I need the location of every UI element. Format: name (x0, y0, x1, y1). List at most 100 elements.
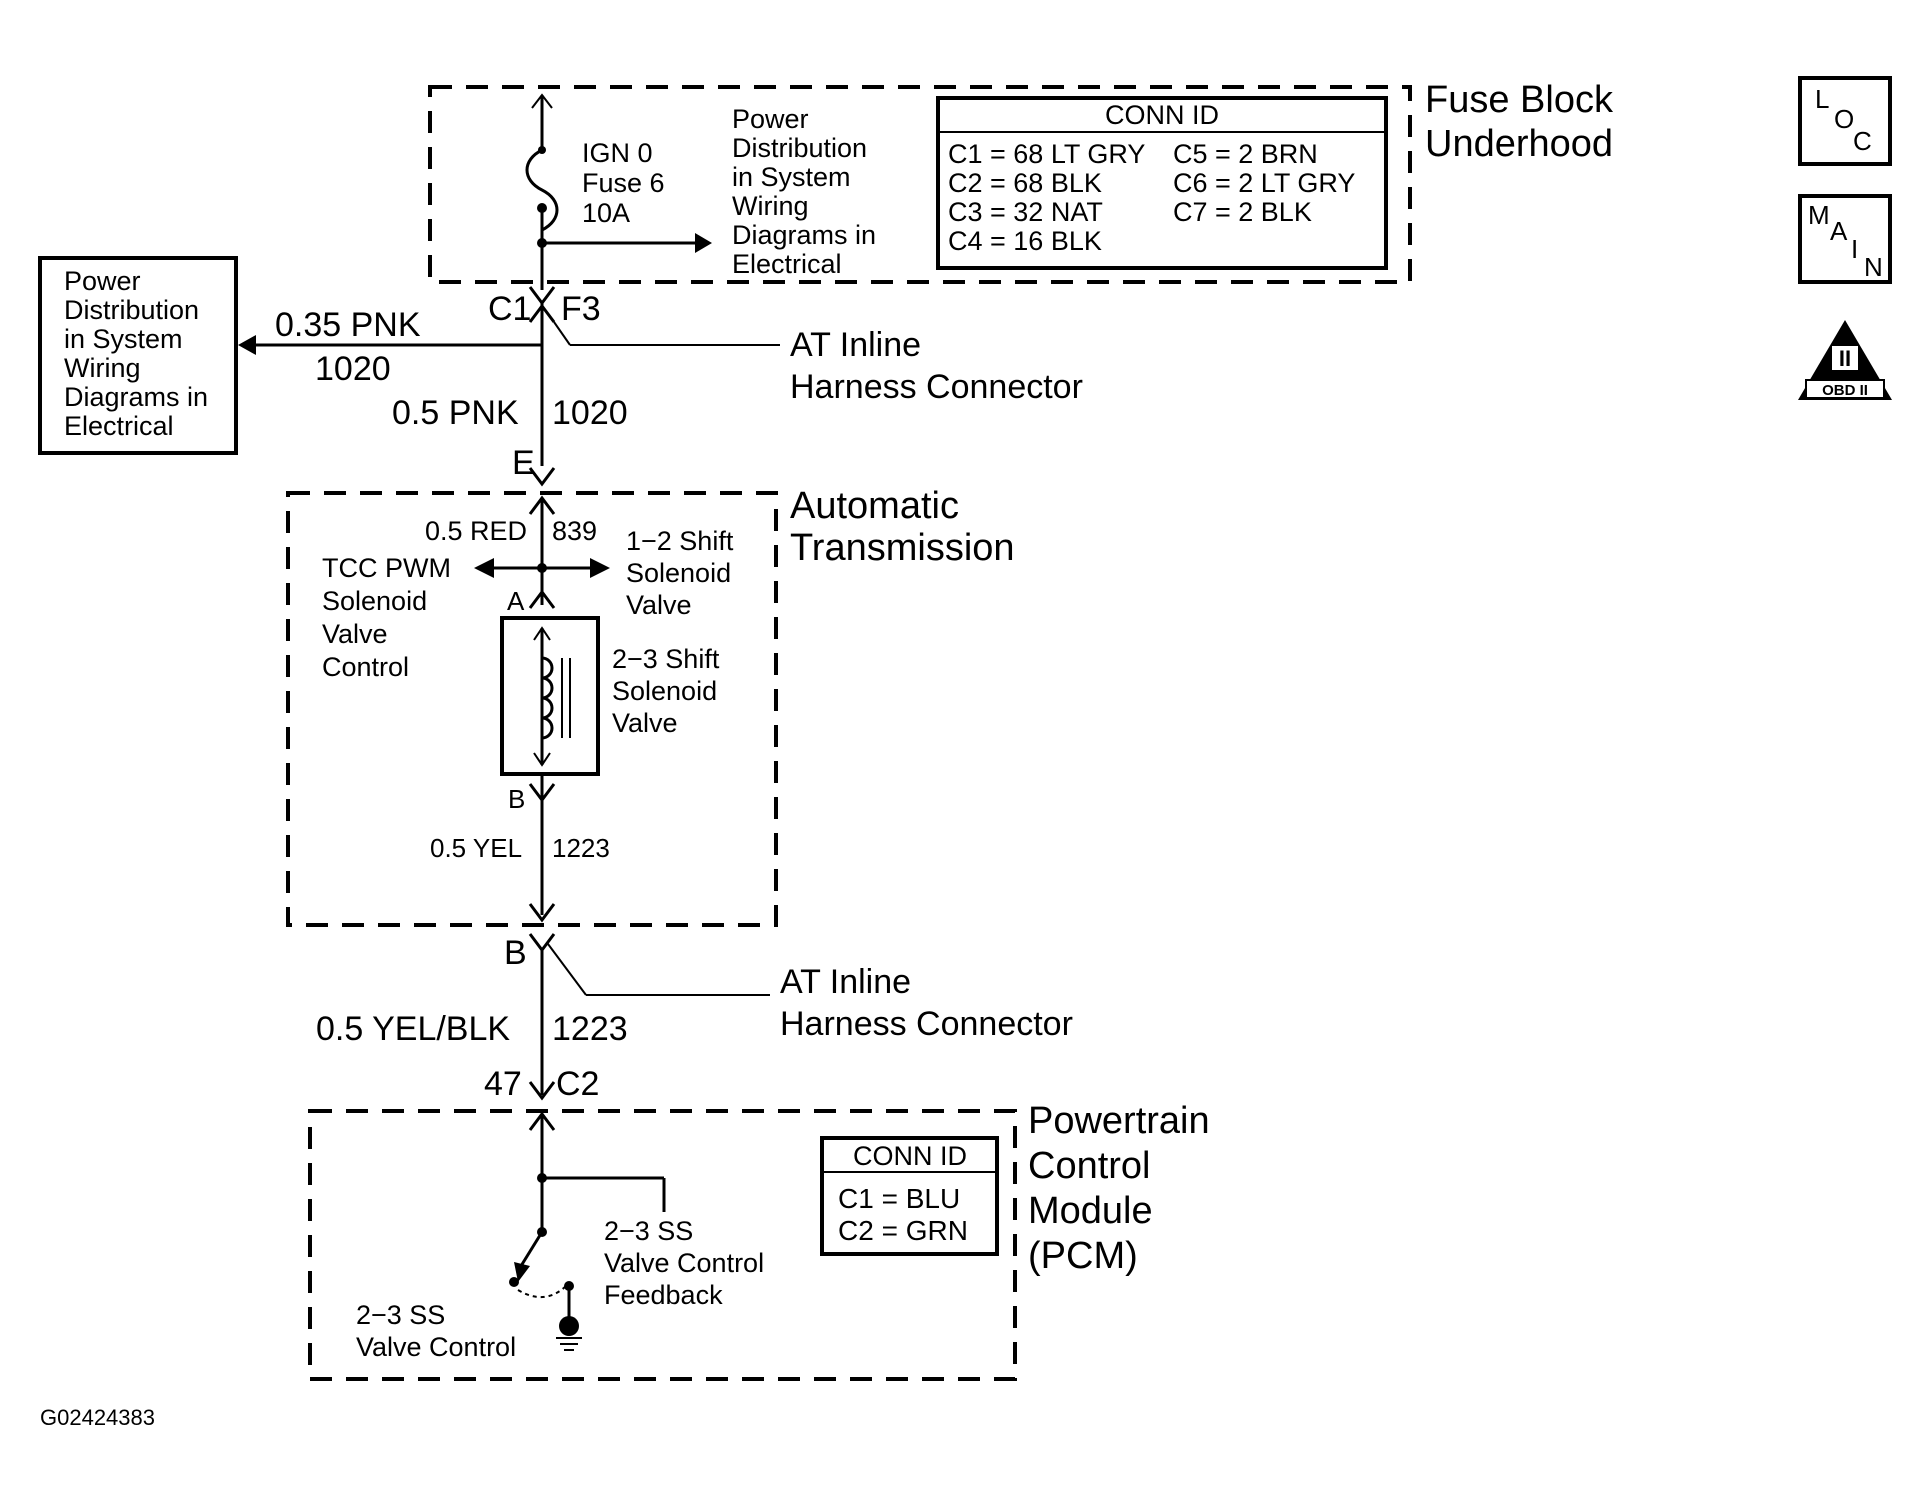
transmission-title-2: Transmission (790, 527, 1015, 569)
wire-yelblk-circuit: 1223 (552, 1010, 628, 1048)
main-letter: N (1864, 252, 1883, 282)
yel-wire-circuit: 1223 (552, 833, 610, 863)
tcc-label: Solenoid (322, 586, 427, 616)
tcc-label: Control (322, 652, 409, 682)
conn-id-row: C3 = 32 NAT (948, 197, 1103, 227)
conn-id-table-pcm: CONN ID C1 = BLU C2 = GRN (820, 1136, 999, 1256)
left-box-line: Power (64, 266, 141, 296)
conn-id-row: C2 = 68 BLK (948, 168, 1102, 198)
pin-a: A (507, 586, 525, 616)
fuse-block-outline (428, 85, 1412, 284)
transmission-outline (286, 491, 778, 927)
fuse-block-title: Fuse Block (1425, 79, 1614, 121)
powertrain-control-module: Powertrain Control Module (PCM) 2−3 SS V… (308, 1100, 1210, 1381)
conn-id-row: C1 = 68 LT GRY (948, 139, 1145, 169)
solenoid-coil (500, 616, 600, 776)
obd-label: OBD II (1822, 382, 1868, 399)
obd-ii-icon[interactable]: II OBD II (1798, 320, 1892, 400)
loc-letter: O (1834, 104, 1854, 134)
power-ref-line: Power (732, 104, 809, 134)
power-ref-line: Diagrams in (732, 220, 876, 250)
left-box-line: Electrical (64, 411, 174, 441)
fuse-block-underhood: Fuse Block Underhood IGN 0 Fuse 6 10A Po… (428, 79, 1614, 290)
inline-connector-2-line2: Harness Connector (780, 1005, 1073, 1043)
pcm-connector: 47 C2 (484, 1065, 599, 1131)
power-ref-line: in System (732, 162, 851, 192)
tcc-label: Valve (322, 619, 388, 649)
shift12-label: Solenoid (626, 558, 731, 588)
main-letter: M (1808, 200, 1830, 230)
control-label: Valve Control (356, 1332, 516, 1362)
conn-id-row: C4 = 16 BLK (948, 226, 1102, 256)
left-box-line: in System (64, 324, 183, 354)
obd-roman: II (1839, 346, 1851, 371)
inline-connector-2-symbol: B (504, 933, 770, 1095)
loc-letter: L (1815, 84, 1829, 114)
shift23-label: Solenoid (612, 676, 717, 706)
pcm-conn-id-row: C2 = GRN (838, 1215, 968, 1246)
conn-id-row: C6 = 2 LT GRY (1173, 168, 1355, 198)
shift12-label: 1−2 Shift (626, 526, 734, 556)
pcm-title: Powertrain (1028, 1100, 1210, 1142)
loc-letter: C (1853, 126, 1872, 156)
left-box-line: Distribution (64, 295, 199, 325)
pin-b-inline: B (504, 934, 527, 972)
pin-e: E (512, 444, 535, 482)
pcm-outline (308, 1109, 1017, 1381)
wire-yelblk-gauge: 0.5 YEL/BLK (316, 1010, 510, 1048)
fuse-block-title-2: Underhood (1425, 123, 1613, 165)
shift12-label: Valve (626, 590, 692, 620)
splice-wire-gauge: 0.35 PNK (275, 306, 421, 344)
pcm-conn: C2 (556, 1065, 599, 1103)
power-distribution-ref: Power Distribution in System Wiring Diag… (732, 104, 876, 279)
main-icon[interactable]: M A I N (1798, 194, 1892, 284)
conn-f3: F3 (561, 290, 601, 328)
shift23-label: 2−3 Shift (612, 644, 720, 674)
power-ref-line: Electrical (732, 249, 842, 279)
wire-pnk-circuit: 1020 (552, 394, 628, 432)
conn-id-table-fuse: CONN ID C1 = 68 LT GRY C2 = 68 BLK C3 = … (936, 96, 1388, 270)
automatic-transmission: Automatic Transmission 0.5 RED 839 TCC P… (286, 485, 1015, 927)
fuse-label: Fuse 6 (582, 168, 665, 198)
power-ref-line: Distribution (732, 133, 867, 163)
red-wire-gauge: 0.5 RED (425, 516, 527, 546)
pcm-conn-id-row: C1 = BLU (838, 1183, 960, 1214)
conn-id-row: C7 = 2 BLK (1173, 197, 1312, 227)
amp-label: 10A (582, 198, 630, 228)
figure-id: G02424383 (40, 1405, 155, 1430)
connector-e: E (512, 444, 556, 487)
ign-label: IGN 0 (582, 138, 653, 168)
inline-connector-2: AT Inline (780, 963, 911, 1001)
power-ref-line: Wiring (732, 191, 809, 221)
fuse-symbol (525, 93, 559, 290)
shift23-label: Valve (612, 708, 678, 738)
main-letter: I (1851, 234, 1858, 264)
left-power-distribution-box: Power Distribution in System Wiring Diag… (38, 256, 238, 455)
conn-c1: C1 (488, 290, 531, 328)
yel-wire-gauge: 0.5 YEL (430, 833, 522, 863)
pcm-title: Control (1028, 1145, 1151, 1187)
left-box-line: Wiring (64, 353, 141, 383)
top-connector: C1 F3 (238, 286, 780, 466)
loc-icon[interactable]: L O C (1798, 76, 1892, 166)
feedback-label: 2−3 SS (604, 1216, 693, 1246)
feedback-label: Valve Control (604, 1248, 764, 1278)
tcc-label: TCC PWM (322, 553, 451, 583)
left-box-line: Diagrams in (64, 382, 208, 412)
inline-connector-1-line2: Harness Connector (790, 368, 1083, 406)
main-letter: A (1830, 216, 1848, 246)
transmission-title: Automatic (790, 485, 959, 527)
pcm-title: (PCM) (1028, 1235, 1138, 1277)
splice-wire-circuit: 1020 (315, 350, 391, 388)
conn-id-title: CONN ID (1105, 100, 1219, 130)
red-wire-circuit: 839 (552, 516, 597, 546)
feedback-label: Feedback (604, 1280, 723, 1310)
wire-pnk-gauge: 0.5 PNK (392, 394, 519, 432)
pcm-pin: 47 (484, 1065, 522, 1103)
inline-connector-1: AT Inline (790, 326, 921, 364)
pin-b: B (508, 784, 525, 814)
pcm-conn-id-title: CONN ID (853, 1141, 967, 1171)
control-label: 2−3 SS (356, 1300, 445, 1330)
conn-id-row: C5 = 2 BRN (1173, 139, 1318, 169)
